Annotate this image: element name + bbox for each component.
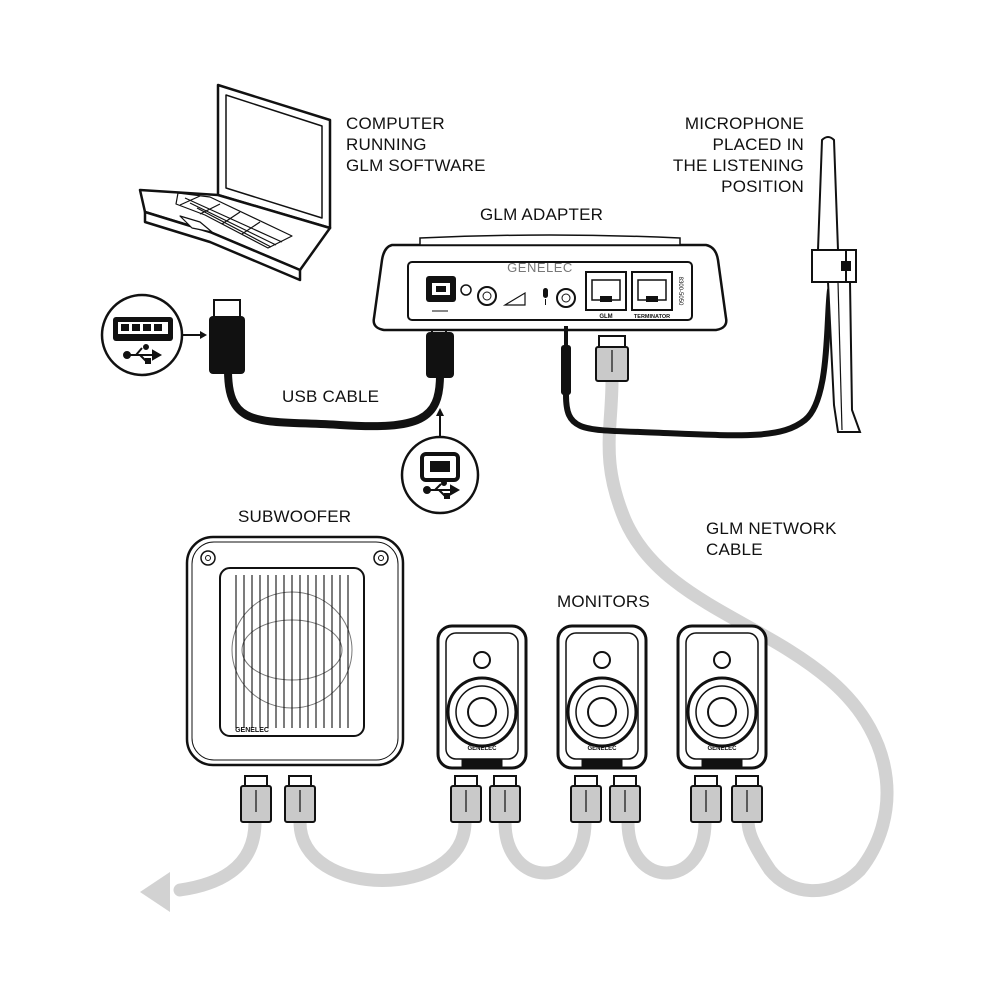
adapter-brand: GENELEC [507, 260, 573, 275]
subwoofer-brand: GENELEC [235, 727, 269, 734]
adapter-port-glm-label: GLM [599, 314, 612, 320]
monitor-2 [556, 624, 648, 770]
network-plug [609, 775, 641, 823]
computer-label-line-2: RUNNING [346, 135, 427, 154]
adapter-model-label: 8300-5050 [677, 277, 683, 306]
mic-jack-plug [561, 326, 571, 395]
network-cable-label-line-2: CABLE [706, 540, 763, 559]
network-plug [450, 775, 482, 823]
monitors-label: MONITORS [557, 592, 650, 611]
subwoofer-label: SUBWOOFER [238, 507, 352, 526]
network-connectors [240, 775, 763, 823]
monitor-2-brand: GENELEC [587, 746, 617, 752]
microphone-icon [811, 136, 862, 433]
laptop-icon [138, 83, 332, 282]
usb-icon [123, 344, 163, 364]
microphone-label-line-4: POSITION [721, 177, 804, 196]
adapter-label: GLM ADAPTER [480, 205, 604, 224]
usb-cable [224, 366, 444, 431]
usb-a-port-inset [100, 293, 207, 377]
microphone-cable [563, 287, 833, 439]
monitor-1 [436, 624, 528, 770]
usb-cable-label: USB CABLE [282, 387, 380, 406]
adapter-port-terminator-label: TERMINATOR [634, 314, 670, 320]
microphone-label-line-2: PLACED IN [712, 135, 804, 154]
monitor-3-brand: GENELEC [707, 746, 737, 752]
arrow-left-icon [140, 872, 170, 912]
usb-b-port-inset [400, 435, 480, 515]
computer-label-line-3: GLM SOFTWARE [346, 156, 486, 175]
network-plug-adapter [595, 335, 629, 382]
network-cable-label: GLM NETWORK CABLE [706, 518, 837, 560]
network-cable [173, 373, 894, 898]
usb-a-plug [209, 299, 245, 374]
monitor-3 [676, 624, 768, 770]
network-plug [489, 775, 521, 823]
glm-adapter [372, 234, 728, 332]
microphone-label-line-1: MICROPHONE [684, 114, 804, 133]
subwoofer [185, 535, 405, 767]
microphone-small-icon [543, 288, 548, 305]
network-plug [284, 775, 316, 823]
monitor-1-brand: GENELEC [467, 746, 497, 752]
computer-label: COMPUTER RUNNING GLM SOFTWARE [346, 113, 486, 176]
subwoofer-grille [235, 575, 349, 728]
network-plug [690, 775, 722, 823]
microphone-label: MICROPHONE PLACED IN THE LISTENING POSIT… [673, 113, 804, 197]
computer-label-line-1: COMPUTER [346, 114, 445, 133]
network-cable-label-line-1: GLM NETWORK [706, 519, 837, 538]
network-plug [731, 775, 763, 823]
microphone-label-line-3: THE LISTENING [672, 156, 804, 175]
network-plug [240, 775, 272, 823]
network-plug [570, 775, 602, 823]
